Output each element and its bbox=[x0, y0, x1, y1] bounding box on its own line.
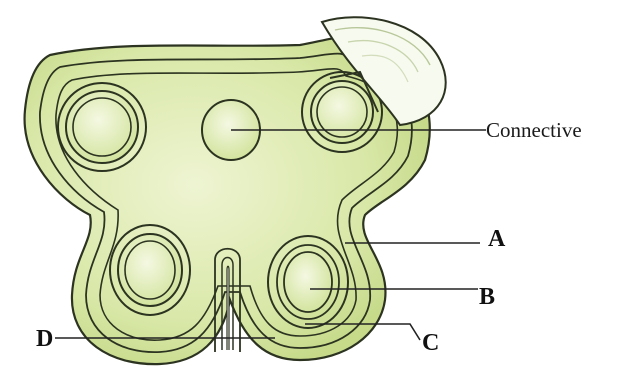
pollen-sac-top-left bbox=[58, 83, 146, 171]
label-b: B bbox=[479, 284, 495, 310]
label-d: D bbox=[36, 326, 53, 352]
pollen-sac-bottom-left bbox=[110, 225, 190, 315]
connective-label: Connective bbox=[486, 118, 582, 142]
label-a: A bbox=[488, 226, 506, 252]
label-c: C bbox=[422, 330, 439, 356]
